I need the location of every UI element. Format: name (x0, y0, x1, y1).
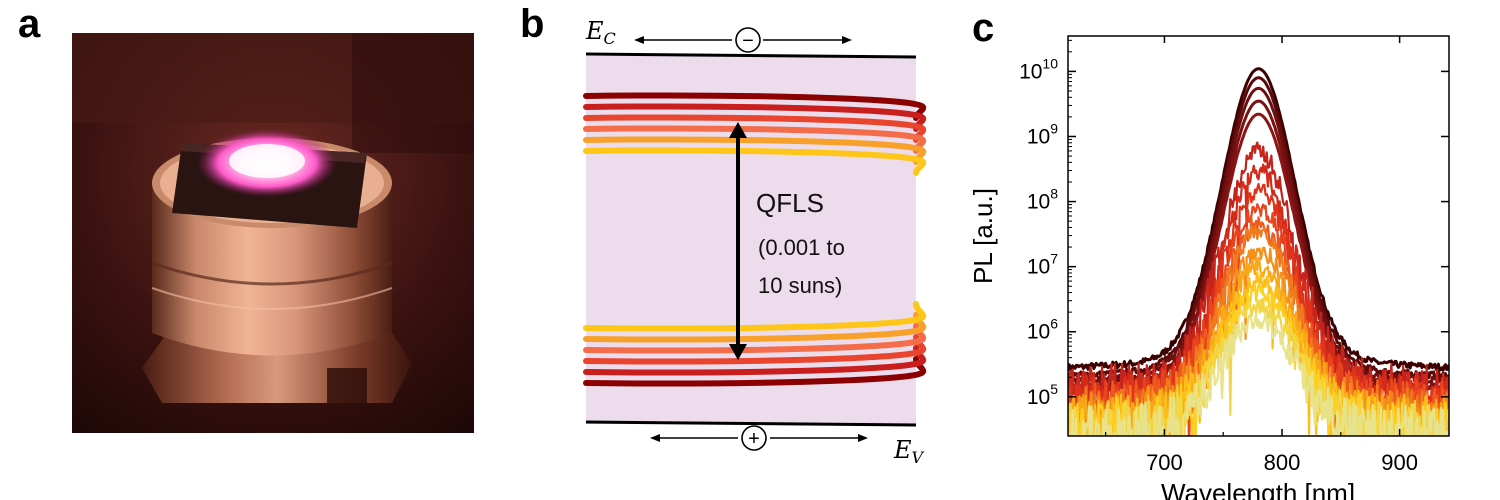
pl-spectra-chart: 700 800 900 105 106 107 108 109 1010 Wavelength… (968, 35, 1450, 500)
hole-qfl-3 (583, 323, 927, 354)
sample-photo-drawing (72, 33, 474, 433)
electron-qfl-5 (583, 147, 927, 176)
pl-series (1068, 67, 1449, 436)
pl-series-4 (1068, 112, 1449, 394)
pl-series-0 (1068, 67, 1449, 372)
hole-qfl-5 (583, 301, 927, 332)
panel-label-a: a (18, 2, 41, 46)
hole-arrowhead-left (650, 434, 660, 442)
y-ticks: 105 106 107 108 109 1010 (1019, 39, 1449, 409)
electron-sign: − (742, 30, 754, 52)
hole-arrowhead-right (858, 434, 868, 442)
valence-band-edge (585, 420, 917, 427)
electron-qfl-4 (583, 136, 927, 165)
hole-sign: + (748, 428, 760, 450)
hole-qfl-4 (583, 312, 927, 343)
y-axis-label: PL [a.u.] (968, 188, 998, 284)
band-diagram: EC EV − + QFLS (0.001 to 10 suns) (583, 17, 927, 467)
x-tick-label-900: 900 (1381, 450, 1418, 475)
x-tick-label-800: 800 (1264, 450, 1301, 475)
electron-qfl-3 (583, 125, 927, 154)
hole-qfl-0 (583, 356, 927, 387)
hole-symbol (741, 425, 767, 451)
pl-series-6 (1068, 163, 1449, 436)
electron-symbol (735, 27, 761, 53)
hole-qfl-1 (583, 345, 927, 376)
qfls-arrowhead-bottom (729, 344, 747, 360)
y-tick-label-7: 107 (1027, 251, 1058, 279)
electron-arrowhead-left (634, 36, 644, 44)
panel-label-c: c (972, 6, 995, 50)
qfls-range-line1: (0.001 to (758, 235, 845, 260)
electron-qfl-2 (583, 114, 927, 143)
qfls-range-line2: 10 suns) (758, 273, 842, 298)
x-ticks: 700 800 900 (1105, 36, 1418, 475)
y-tick-label-5: 105 (1027, 381, 1058, 409)
conduction-band-edge (585, 52, 917, 59)
ec-label: EC (585, 17, 616, 48)
electron-qfl-0 (583, 92, 927, 121)
x-tick-label-700: 700 (1146, 450, 1183, 475)
y-tick-label-8: 108 (1027, 186, 1058, 214)
qfls-arrowhead-top (729, 122, 747, 138)
hole-qfl-2 (583, 334, 927, 365)
sample-photo (72, 33, 474, 433)
panel-label-b: b (520, 2, 545, 46)
electron-arrowhead-right (842, 36, 852, 44)
qfls-label: QFLS (756, 188, 824, 218)
x-axis-label: Wavelength [nm] (1161, 478, 1355, 500)
pl-series-16 (1068, 312, 1449, 436)
pl-series-15 (1068, 297, 1449, 436)
y-tick-label-6: 106 (1027, 316, 1058, 344)
quasi-fermi-levels (583, 92, 927, 387)
y-tick-label-9: 109 (1027, 120, 1058, 148)
y-tick-label-10: 1010 (1019, 55, 1058, 83)
ev-label: EV (893, 436, 925, 467)
electron-qfl-1 (583, 103, 927, 132)
